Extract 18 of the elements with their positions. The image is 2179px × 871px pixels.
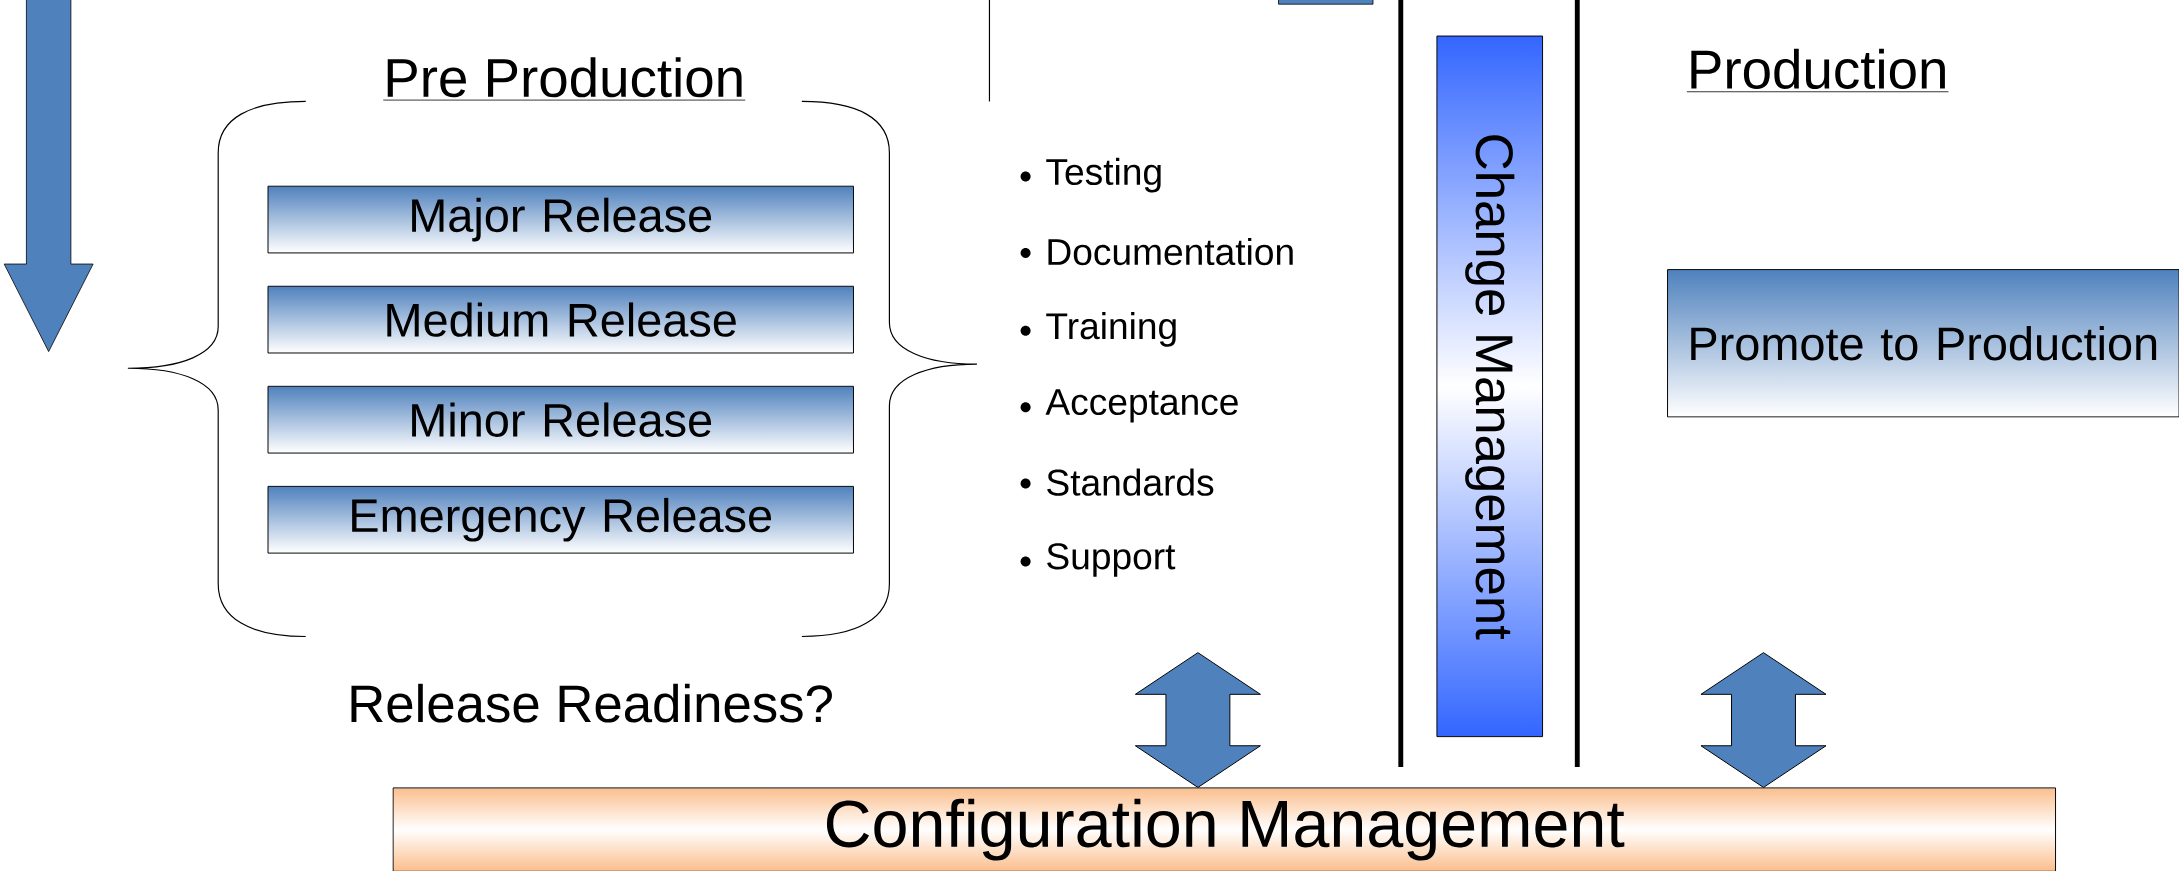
- list-item: Acceptance: [1045, 389, 1238, 423]
- vertical-box: Change Management: [1436, 35, 1544, 737]
- release-box: Minor Release: [267, 385, 854, 454]
- release-box: Emergency Release: [267, 485, 854, 554]
- list-item: Testing: [1046, 157, 1161, 193]
- list-item: Standards: [1047, 468, 1214, 496]
- release-box: Major Release: [267, 185, 854, 254]
- list-item: Documentation: [1048, 237, 1293, 265]
- heading: Production: [1686, 48, 1949, 92]
- double-arrow: [1134, 652, 1261, 788]
- list-item: Training: [1046, 311, 1176, 347]
- question-text: Release Readiness?: [351, 683, 832, 723]
- double-arrow: [1700, 652, 1827, 788]
- banner-box: Configuration Management: [392, 787, 2057, 871]
- list-item: Support: [1047, 543, 1176, 577]
- heading: Pre Production: [382, 57, 746, 101]
- process-box: Promote to Production: [1667, 268, 2179, 418]
- release-box: Medium Release: [267, 285, 854, 354]
